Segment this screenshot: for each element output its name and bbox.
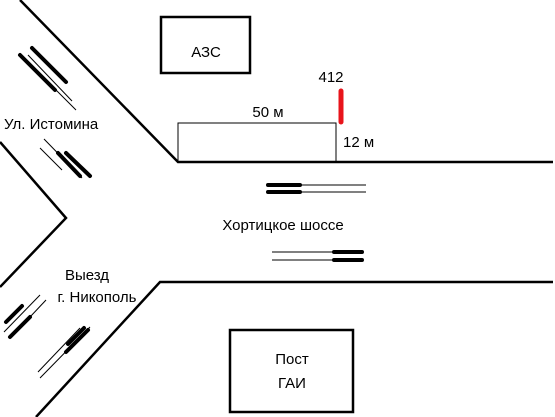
highway-label: Хортицкое шоссе <box>222 217 343 234</box>
road-edge-upper-left <box>0 141 68 288</box>
road-edge-upper <box>19 0 553 164</box>
dimension-frame <box>177 122 337 163</box>
exit-label-line2: г. Никополь <box>58 289 137 306</box>
gas-station-label: АЗС <box>191 44 221 61</box>
marker-number-label: 412 <box>318 69 343 86</box>
car-group-nikopol-left <box>3 294 47 339</box>
street-istomina-label: Ул. Истомина <box>4 116 99 133</box>
car-group-istomina-upper <box>18 46 77 111</box>
dimension-width-label: 12 м <box>343 134 374 151</box>
police-post-box <box>228 328 355 414</box>
police-post-label-line1: Пост <box>275 351 309 368</box>
car-group-nikopol-right <box>37 326 91 379</box>
dimension-length-label: 50 м <box>252 104 283 121</box>
car-group-istomina-lower <box>39 138 92 179</box>
car-group-highway-lower <box>272 250 364 262</box>
car-group-highway-upper <box>266 183 366 194</box>
police-post-label-line2: ГАИ <box>278 375 306 392</box>
road-edge-lower <box>35 280 553 417</box>
gas-station-box <box>159 15 252 75</box>
measured-area <box>177 122 337 163</box>
exit-label-line1: Выезд <box>65 267 109 284</box>
